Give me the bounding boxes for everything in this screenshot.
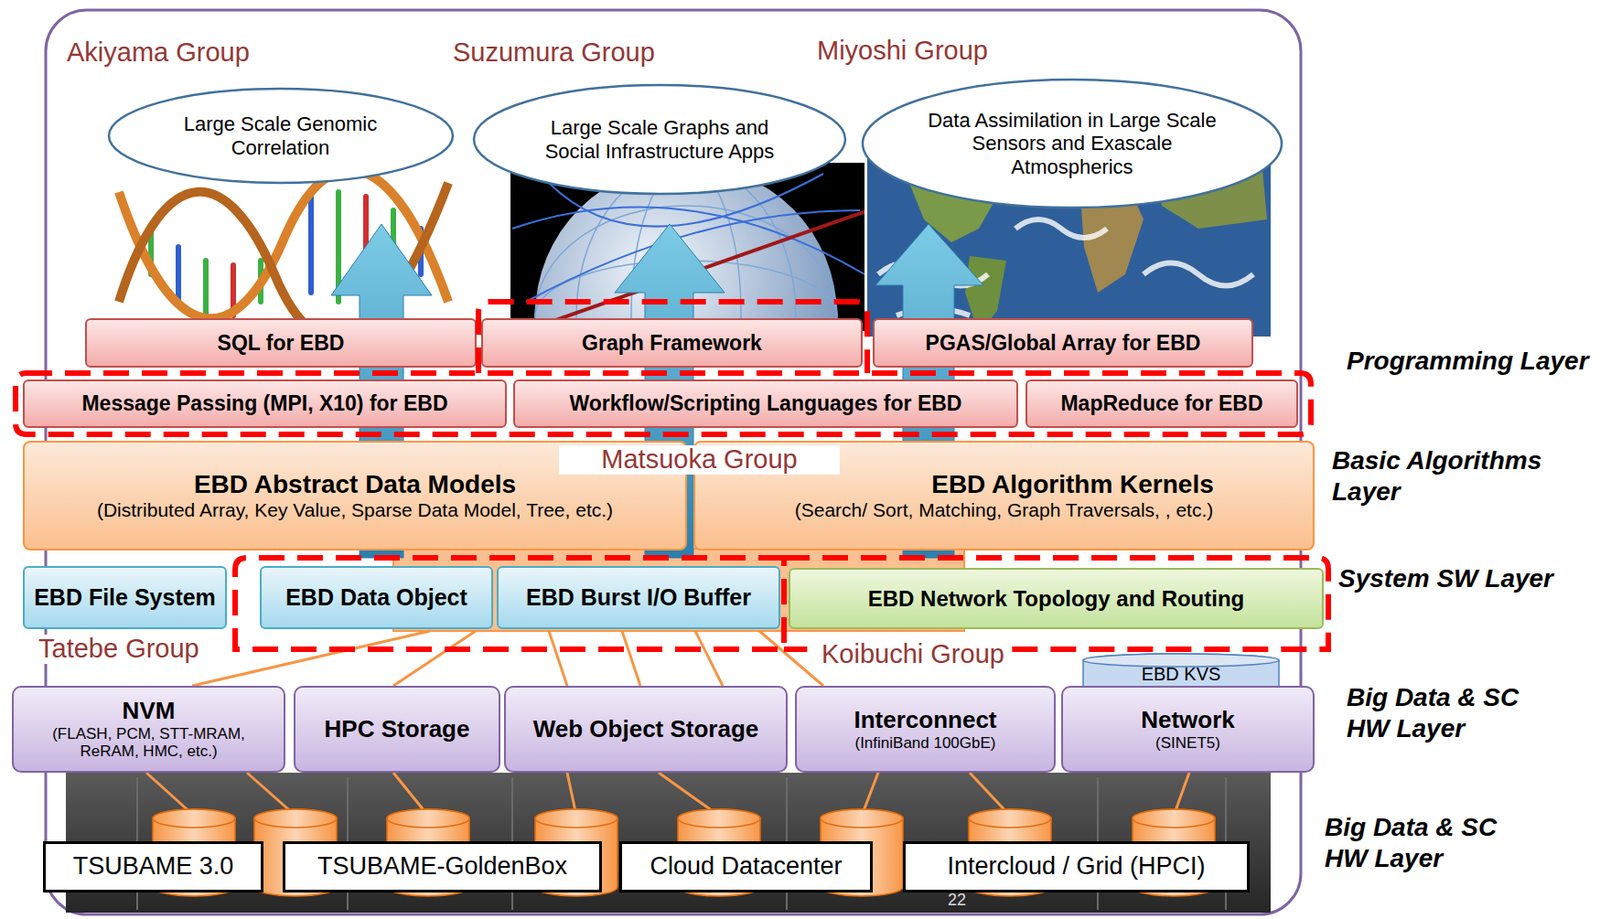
node-title: EBD File System (33, 584, 216, 612)
programming-box: SQL for EBD (85, 318, 477, 368)
node-title: MapReduce for EBD (1060, 391, 1263, 416)
ellipse-shape (108, 88, 453, 183)
node-title: EBD Algorithm Kernels (794, 470, 1214, 500)
node-title: Intercloud / Grid (HPCI) (946, 852, 1205, 881)
group-name: Akiyama Group (66, 38, 250, 68)
node-title: EBD Abstract Data Models (193, 470, 516, 500)
programming-box: Workflow/Scripting Languages for EBD (513, 379, 1019, 429)
group-name: Matsuoka Group (558, 445, 840, 475)
ellipse-shape (473, 85, 846, 194)
programming-box: Message Passing (MPI, X10) for EBD (22, 379, 507, 429)
node-detail: (InfiniBand 100GbE) (854, 734, 996, 753)
node-detail: (FLASH, PCM, STT-MRAM, ReRAM, HMC, etc.) (21, 725, 277, 762)
node-detail: (SINET5) (1155, 734, 1221, 753)
layer-name: Big Data & SC HW Layer (1346, 682, 1562, 744)
group-name: Miyoshi Group (816, 36, 988, 66)
node-title: Graph Framework (581, 331, 763, 355)
dashed-regions (15, 301, 1329, 650)
node-title: Web Object Storage (533, 716, 760, 744)
node-title: Network (1140, 707, 1235, 735)
node-title: Large Scale Graphs and Social Infrastruc… (520, 116, 798, 163)
node-title: EBD Data Object (285, 584, 468, 612)
platform-box: Intercloud / Grid (HPCI) (902, 841, 1250, 893)
group-name: Koibuchi Group (816, 640, 1010, 670)
system-software-box: EBD Data Object (259, 566, 494, 630)
programming-box: PGAS/Global Array for EBD (872, 318, 1254, 368)
node-title: Data Assimilation in Large Scale Sensors… (915, 108, 1229, 179)
programming-box: Graph Framework (481, 318, 863, 368)
koibuchi-region (783, 558, 1329, 650)
layer-name: System SW Layer (1338, 563, 1586, 595)
layer-name: Programming Layer (1346, 345, 1594, 377)
system-software-box: EBD Burst I/O Buffer (496, 566, 781, 630)
tatebe-region (235, 558, 784, 650)
application-ellipse: Large Scale Genomic Correlation (107, 86, 455, 185)
layer-name: Big Data & SC HW Layer (1324, 812, 1540, 874)
ellipse-shape (862, 79, 1282, 208)
node-title: Message Passing (MPI, X10) for EBD (81, 391, 448, 416)
programming-box: MapReduce for EBD (1025, 379, 1299, 429)
system-software-box: EBD File System (22, 566, 227, 630)
node-detail: (Search/ Sort, Matching, Graph Traversal… (794, 499, 1214, 522)
node-title: EBD KVS (1141, 664, 1222, 686)
hardware-box: Web Object Storage (504, 686, 788, 774)
hardware-box: Interconnect(InfiniBand 100GbE) (794, 686, 1056, 774)
group-name: Suzumura Group (452, 38, 656, 68)
node-title: EBD Burst I/O Buffer (526, 584, 752, 612)
programming-region (15, 373, 1311, 435)
node-title: NVM (122, 697, 176, 726)
node-title: SQL for EBD (217, 331, 345, 355)
node-title: Large Scale Genomic Correlation (151, 112, 409, 160)
application-ellipse: Data Assimilation in Large Scale Sensors… (860, 77, 1284, 210)
node-title: Cloud Datacenter (649, 852, 842, 881)
hardware-box: HPC Storage (293, 686, 501, 774)
node-title: Workflow/Scripting Languages for EBD (569, 391, 963, 416)
network-software-box: EBD Network Topology and Routing (788, 568, 1324, 630)
application-ellipse: Large Scale Graphs and Social Infrastruc… (472, 83, 848, 196)
node-title: EBD Network Topology and Routing (868, 586, 1246, 613)
page-number: 22 (947, 891, 967, 911)
node-title: TSUBAME 3.0 (73, 852, 235, 881)
node-title: Interconnect (853, 707, 997, 735)
platform-box: TSUBAME-GoldenBox (282, 841, 602, 893)
hardware-box: Network(SINET5) (1061, 686, 1315, 774)
node-title: TSUBAME-GoldenBox (317, 852, 568, 881)
platform-box: Cloud Datacenter (619, 841, 873, 893)
platform-box: TSUBAME 3.0 (42, 841, 264, 893)
suzumura-region (478, 301, 868, 374)
hardware-box: NVM(FLASH, PCM, STT-MRAM, ReRAM, HMC, et… (11, 686, 286, 774)
node-title: HPC Storage (324, 716, 471, 744)
node-title: PGAS/Global Array for EBD (925, 331, 1202, 355)
group-name: Tatebe Group (32, 634, 205, 665)
layer-name: Basic Algorithms Layer (1331, 445, 1596, 507)
fan-lines (192, 631, 824, 687)
node-detail: (Distributed Array, Key Value, Sparse Da… (96, 499, 613, 522)
